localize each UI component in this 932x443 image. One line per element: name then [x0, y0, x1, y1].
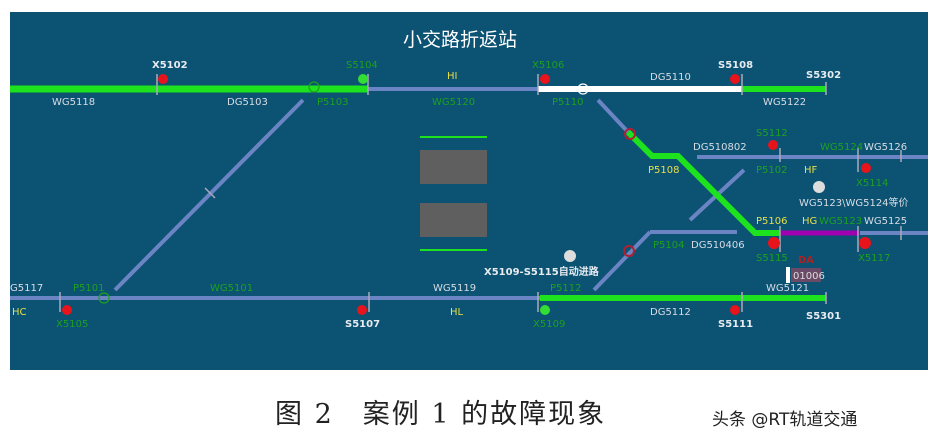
track-label: WG5101: [210, 283, 253, 294]
train-id-box[interactable]: [791, 268, 821, 282]
track-label: DG5103: [227, 97, 268, 108]
track-label: WG5121: [766, 283, 809, 294]
switch-label: P5103: [317, 97, 348, 108]
track-label: WG5118: [52, 97, 95, 108]
switch-label: P5108: [648, 165, 679, 176]
signal-red-icon[interactable]: [62, 305, 72, 315]
watermark: 头条 @RT轨道交通: [712, 410, 858, 430]
auto-route-label: X5109-S5115自动进路: [484, 265, 600, 278]
crossover-p5101-p5103[interactable]: [113, 98, 305, 292]
station-diagram-panel: [10, 12, 928, 370]
switch-label: P5112: [550, 283, 581, 294]
signal-red-icon[interactable]: [540, 74, 550, 84]
signal-label: S5111: [718, 319, 753, 330]
track-label: DG510802: [693, 142, 747, 153]
signal-red-icon[interactable]: [861, 163, 871, 173]
train-marker: [786, 267, 790, 283]
zone-label: HF: [804, 165, 818, 176]
signal-label: X5117: [858, 253, 890, 264]
track-label: WG5123: [819, 216, 862, 227]
platform-block: [420, 203, 487, 237]
switch-label: P5106: [756, 216, 787, 227]
signal-label: X5105: [56, 319, 88, 330]
signal-red-icon[interactable]: [768, 237, 780, 249]
equivalence-note: WG5123\WG5124等价: [799, 196, 909, 209]
signal-green-icon[interactable]: [358, 74, 368, 84]
switch-label: P5104: [653, 240, 684, 251]
signal-label: S5104: [346, 60, 378, 71]
track-label: WG5124: [820, 142, 863, 153]
switch-x-icon[interactable]: [623, 245, 635, 257]
signal-label: X5106: [532, 60, 564, 71]
signal-label: X5109: [533, 319, 565, 330]
signal-green-icon[interactable]: [540, 305, 550, 315]
signal-red-icon[interactable]: [859, 237, 871, 249]
signal-red-icon[interactable]: [730, 305, 740, 315]
track-label: G5117: [10, 283, 43, 294]
signal-label: X5114: [856, 178, 888, 189]
signal-red-icon[interactable]: [730, 74, 740, 84]
zone-label: HG: [802, 216, 817, 227]
crossover-p5104-p5112[interactable]: [592, 230, 652, 292]
track-label: WG5126: [864, 142, 907, 153]
insulation-joints: [59, 74, 902, 312]
track-label: WG5122: [763, 97, 806, 108]
figure-caption: 图 2 案例 1 的故障现象: [275, 399, 607, 430]
signal-label: S5301: [806, 311, 841, 322]
diag-p5110: [596, 98, 630, 134]
switch-label: P5110: [552, 97, 583, 108]
switch-label: P5102: [756, 165, 787, 176]
signal-label: S5302: [806, 70, 841, 81]
signal-red-icon[interactable]: [357, 305, 367, 315]
zone-label: HC: [12, 307, 27, 318]
zone-label: DA: [798, 255, 814, 266]
signal-icons[interactable]: [62, 74, 871, 315]
track-label: DG5112: [650, 307, 691, 318]
route-p5108-p5106[interactable]: [625, 129, 780, 236]
track-label: DG5110: [650, 72, 691, 83]
switch-label: P5101: [73, 283, 104, 294]
status-dot-icon: [813, 181, 825, 193]
status-dot-icon: [564, 250, 576, 262]
signal-red-icon[interactable]: [768, 140, 778, 150]
track-label: WG5125: [864, 216, 907, 227]
zone-label: HI: [447, 71, 457, 82]
switch-x-icon[interactable]: [624, 128, 636, 140]
track-label: DG510406: [691, 240, 745, 251]
switch-markers: [98, 81, 589, 304]
zone-label: HL: [450, 307, 464, 318]
signal-red-icon[interactable]: [158, 74, 168, 84]
signal-label: S5115: [756, 253, 788, 264]
station-title: 小交路折返站: [403, 29, 517, 51]
train-id: 01006: [793, 271, 825, 282]
platform-block: [420, 150, 487, 184]
signal-label: X5102: [152, 60, 188, 71]
signal-label: S5112: [756, 128, 788, 139]
track-label: WG5119: [433, 283, 476, 294]
track-label: WG5120: [432, 97, 475, 108]
signal-label: S5107: [345, 319, 380, 330]
signal-label: S5108: [718, 60, 753, 71]
